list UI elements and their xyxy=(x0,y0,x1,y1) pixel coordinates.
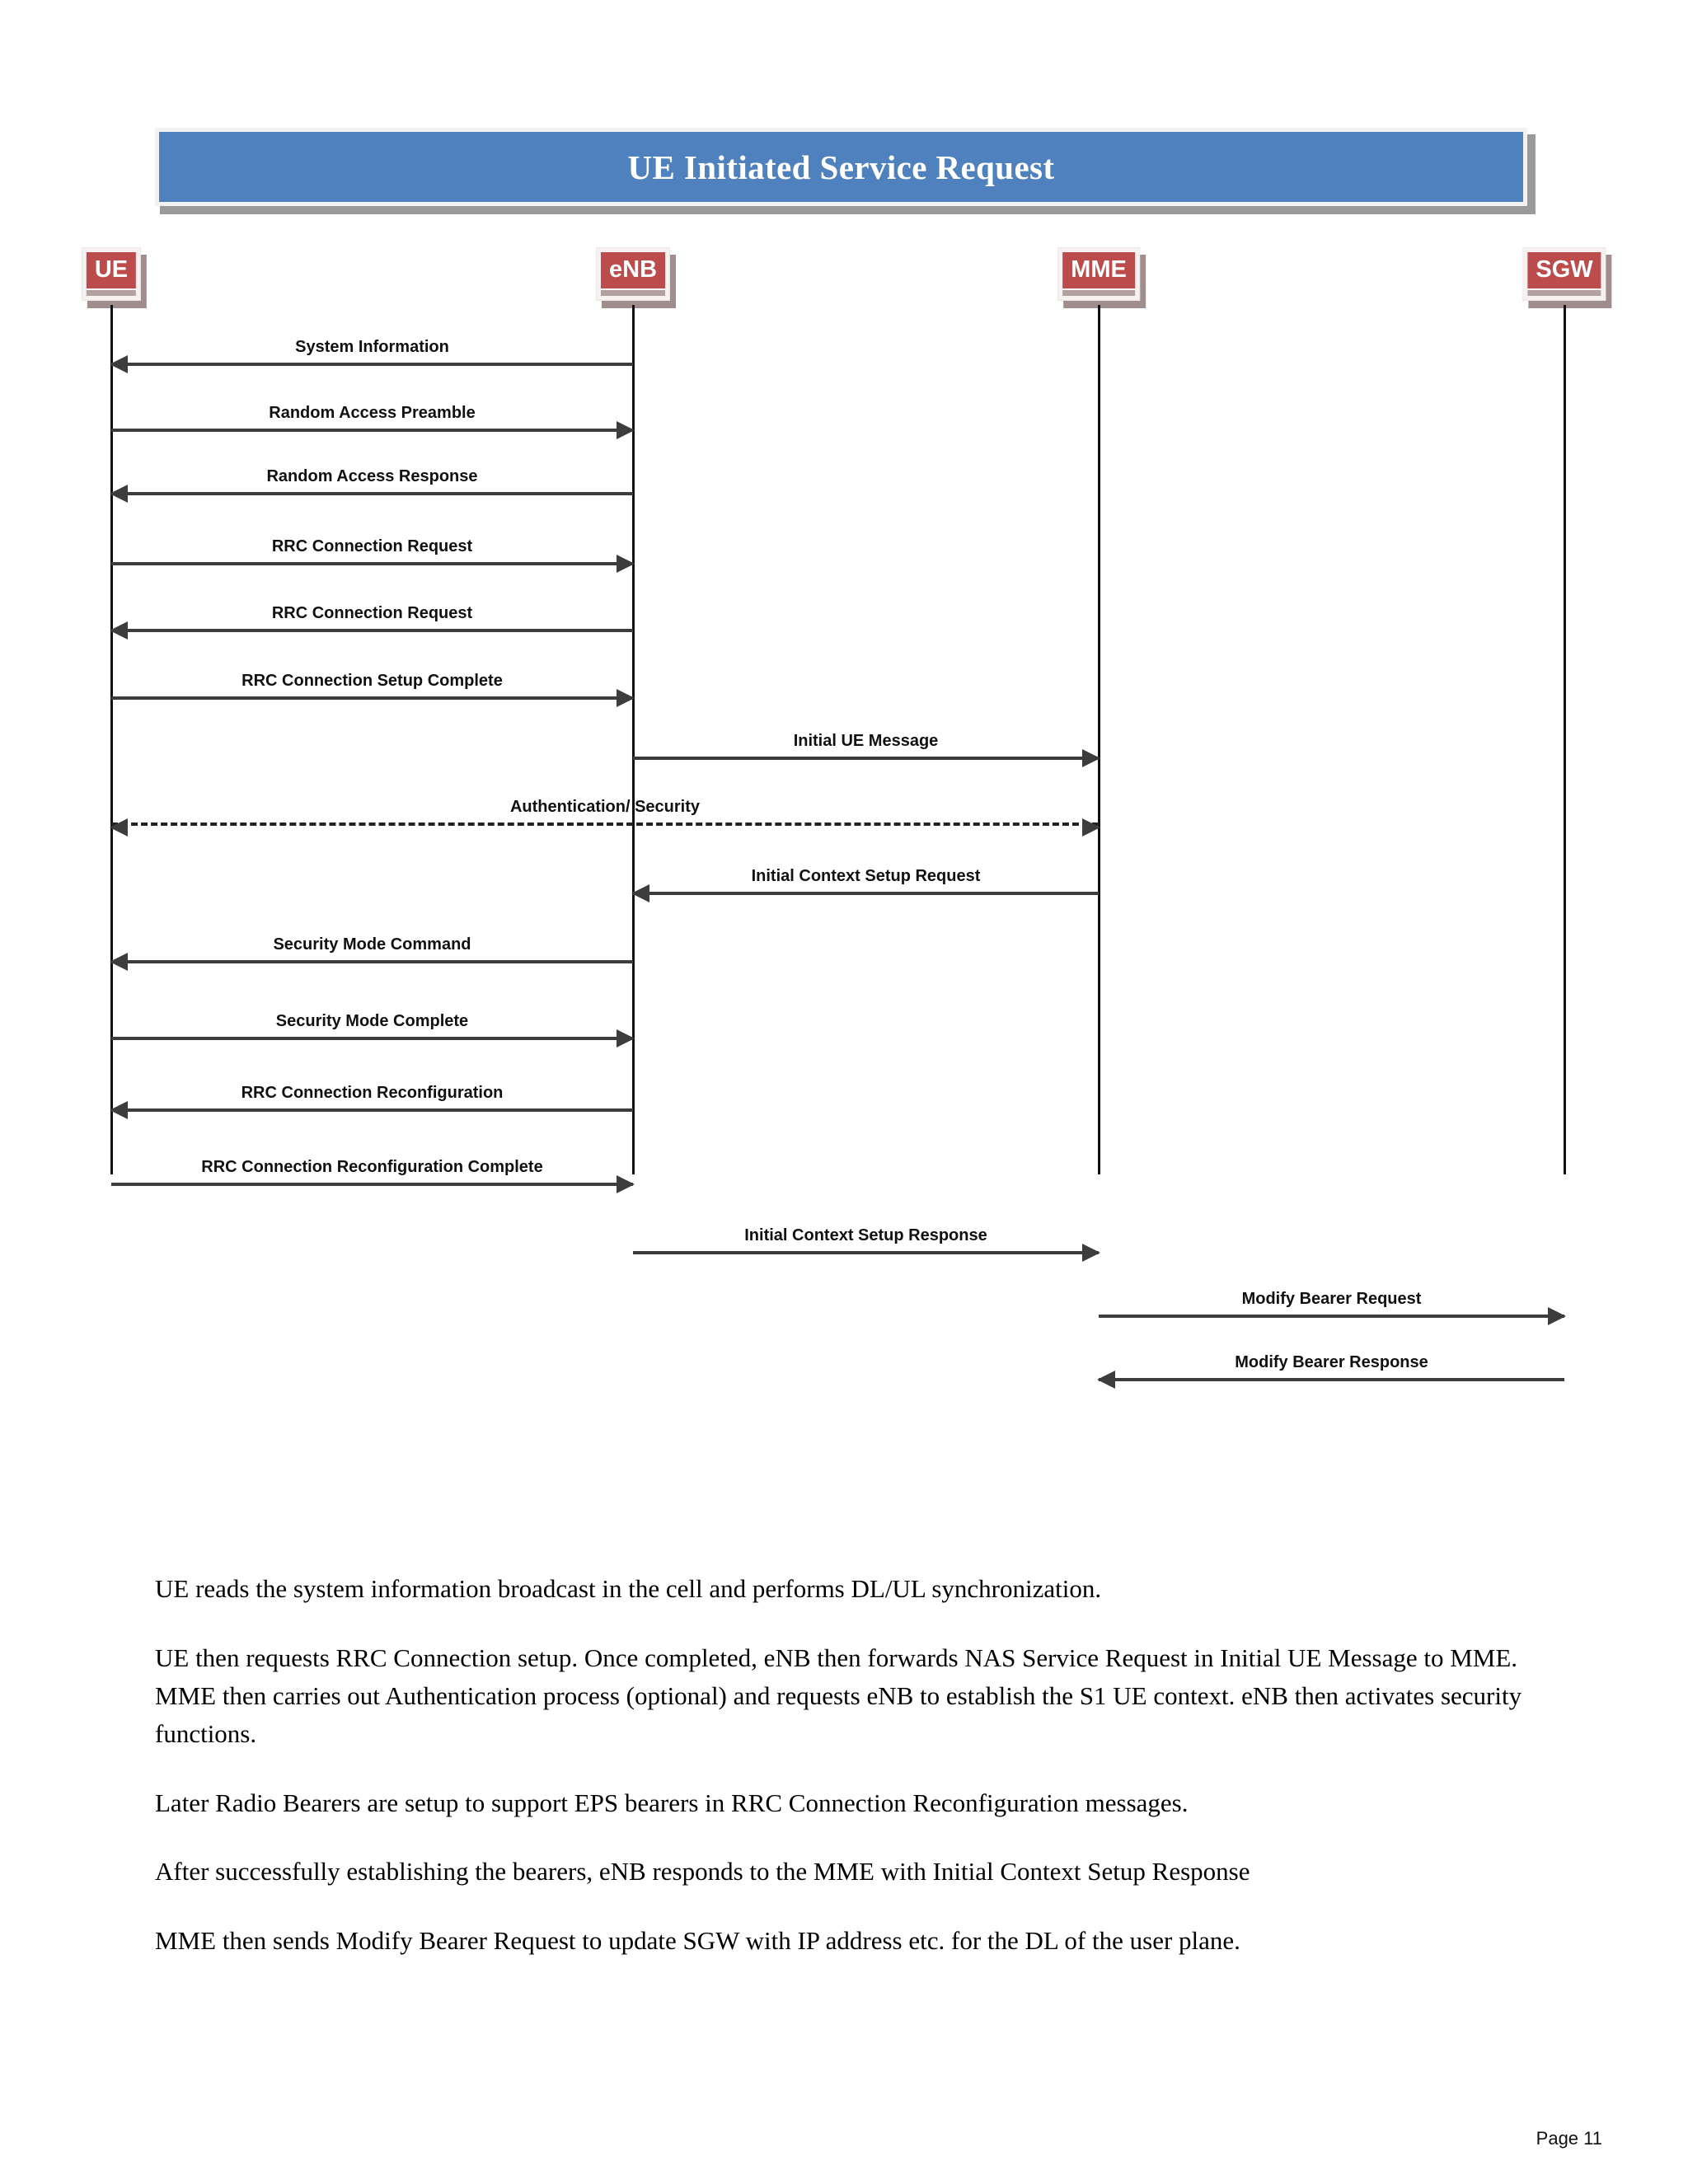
arrowhead-right-icon xyxy=(1082,749,1100,767)
arrowhead-right-icon xyxy=(617,1029,635,1047)
message-label: Authentication/ Security xyxy=(509,798,701,816)
paragraph-2: Later Radio Bearers are setup to support… xyxy=(155,1788,1189,1817)
message-label: Random Access Preamble xyxy=(269,404,476,422)
arrowhead-left-icon xyxy=(1097,1371,1115,1389)
message-label: Modify Bearer Response xyxy=(1235,1353,1428,1371)
message-label: RRC Connection Request xyxy=(271,604,473,622)
message-line xyxy=(111,555,635,573)
message-label: Initial Context Setup Request xyxy=(751,867,981,885)
actor-sgw: SGW xyxy=(1522,247,1612,309)
arrowhead-left-icon xyxy=(631,884,649,902)
actor-label-sgw: SGW xyxy=(1527,252,1601,289)
arrowhead-right-icon xyxy=(617,1175,635,1193)
actor-mme: MME xyxy=(1057,247,1146,309)
message-line xyxy=(111,1175,635,1193)
message-label: Initial Context Setup Response xyxy=(744,1226,987,1244)
body-text: UE reads the system information broadcas… xyxy=(155,1570,1556,1991)
lifeline-ue xyxy=(110,305,113,1174)
arrowhead-right-icon xyxy=(1082,1244,1100,1262)
actor-frame: eNB xyxy=(595,247,671,302)
message-label: Initial UE Message xyxy=(793,732,939,750)
message-line xyxy=(110,818,1100,837)
actor-label-enb: eNB xyxy=(600,252,666,289)
message-line xyxy=(1097,1371,1564,1389)
actor-ue: UE xyxy=(81,247,148,309)
message-label: RRC Connection Reconfiguration xyxy=(241,1084,504,1102)
title-banner-frame: UE Initiated Service Request xyxy=(155,128,1527,206)
message-line xyxy=(110,953,633,971)
page-number: Page 11 xyxy=(1536,2128,1602,2149)
arrowhead-right-icon xyxy=(1548,1307,1566,1325)
paragraph-4: MME then sends Modify Bearer Request to … xyxy=(155,1926,1240,1956)
arrowhead-right-icon xyxy=(617,689,635,707)
message-line xyxy=(631,884,1099,902)
message-label: System Information xyxy=(295,338,449,356)
actor-base xyxy=(1527,290,1601,297)
arrowhead-left-icon xyxy=(110,621,128,640)
message-line xyxy=(633,749,1100,767)
message-label: Random Access Response xyxy=(266,467,478,485)
actor-frame: SGW xyxy=(1522,247,1606,302)
title-banner-fill: UE Initiated Service Request xyxy=(159,132,1523,202)
arrowhead-left-icon xyxy=(110,485,128,503)
message-label: RRC Connection Setup Complete xyxy=(241,672,503,690)
arrowhead-left-icon xyxy=(110,953,128,971)
arrowhead-right-icon xyxy=(617,555,635,573)
page-title: UE Initiated Service Request xyxy=(627,148,1055,186)
arrowhead-right-icon xyxy=(1082,818,1100,837)
message-line xyxy=(1099,1307,1566,1325)
lifeline-mme xyxy=(1098,305,1100,1174)
message-line xyxy=(111,689,635,707)
arrowhead-left-icon xyxy=(110,1101,128,1119)
arrowhead-left-icon xyxy=(110,818,128,837)
actor-label-ue: UE xyxy=(86,252,137,289)
message-label: Security Mode Command xyxy=(273,935,471,954)
actor-frame: UE xyxy=(81,247,142,302)
lifeline-sgw xyxy=(1564,305,1566,1174)
paragraph-0: UE reads the system information broadcas… xyxy=(155,1574,1102,1603)
message-line xyxy=(111,421,635,439)
message-line xyxy=(111,1029,635,1047)
actor-label-mme: MME xyxy=(1062,252,1135,289)
message-label: RRC Connection Request xyxy=(271,537,473,555)
message-label: RRC Connection Reconfiguration Complete xyxy=(201,1158,543,1176)
actor-base xyxy=(600,290,666,297)
message-line xyxy=(633,1244,1100,1262)
paragraph-3: After successfully establishing the bear… xyxy=(155,1857,1250,1886)
message-label: Modify Bearer Request xyxy=(1241,1290,1422,1308)
actor-base xyxy=(86,290,137,297)
title-banner: UE Initiated Service Request xyxy=(155,128,1536,214)
actor-enb: eNB xyxy=(595,247,677,309)
message-line xyxy=(110,485,633,503)
arrowhead-left-icon xyxy=(110,355,128,373)
arrowhead-right-icon xyxy=(617,421,635,439)
message-line xyxy=(110,621,633,640)
message-line xyxy=(110,1101,633,1119)
message-line xyxy=(110,355,633,373)
actor-base xyxy=(1062,290,1135,297)
message-label: Security Mode Complete xyxy=(275,1012,469,1030)
lifeline-enb xyxy=(632,305,635,1174)
paragraph-1: UE then requests RRC Connection setup. O… xyxy=(155,1643,1522,1748)
actor-frame: MME xyxy=(1057,247,1140,302)
